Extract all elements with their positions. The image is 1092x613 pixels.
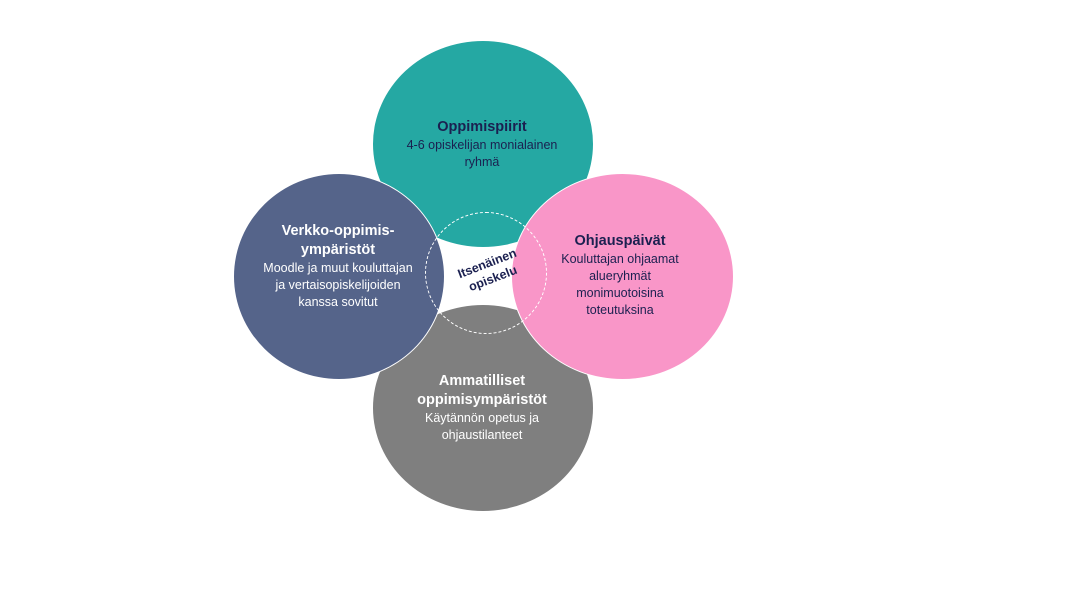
title-verkko-oppimisymparistot: Verkko-oppimis-ympäristöt	[281, 223, 395, 258]
label-oppimispiirit: Oppimispiirit 4-6 opiskelijan monialaine…	[392, 118, 572, 171]
desc-verkko-oppimisymparistot: Moodle ja muut kouluttajan ja vertaisopi…	[263, 261, 413, 309]
title-ammatilliset-oppimisymparistot: Ammatilliset oppimisympäristöt	[417, 373, 547, 408]
circle-ohjauspaivat	[511, 173, 734, 380]
desc-ammatilliset-oppimisymparistot: Käytännön opetus ja ohjaustilanteet	[425, 411, 539, 442]
desc-oppimispiirit: 4-6 opiskelijan monialainen ryhmä	[406, 138, 558, 169]
label-ammatilliset-oppimisymparistot: Ammatilliset oppimisympäristöt Käytännön…	[392, 372, 572, 444]
center-dashed-ring	[425, 212, 547, 334]
title-oppimispiirit: Oppimispiirit	[437, 119, 527, 135]
desc-ohjauspaivat: Kouluttajan ohjaamat alueryhmät monimuot…	[561, 252, 679, 317]
label-ohjauspaivat: Ohjauspäivät Kouluttajan ohjaamat aluery…	[545, 232, 695, 319]
circle-verkko-oppimisymparistot	[233, 173, 445, 380]
label-verkko-oppimisymparistot: Verkko-oppimis-ympäristöt Moodle ja muut…	[258, 222, 418, 311]
title-ohjauspaivat: Ohjauspäivät	[574, 233, 666, 249]
